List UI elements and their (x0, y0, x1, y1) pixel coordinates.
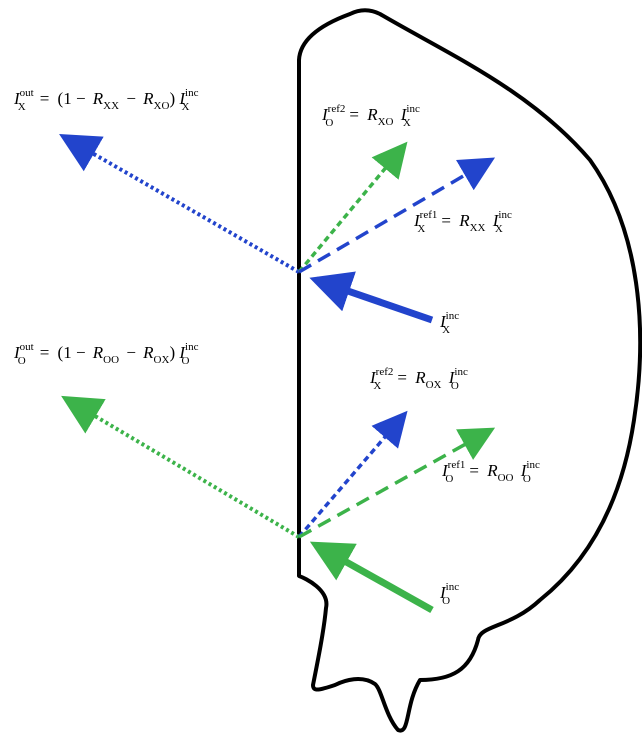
o-out-arrow (68, 400, 299, 537)
o-ref2-arrow (299, 147, 403, 272)
x-ref2-arrow (299, 416, 403, 537)
o-ref1-arrow (299, 431, 489, 537)
x-inc-arrow (316, 280, 432, 320)
x-out-arrow (66, 138, 299, 272)
o-inc-arrow (316, 545, 432, 610)
